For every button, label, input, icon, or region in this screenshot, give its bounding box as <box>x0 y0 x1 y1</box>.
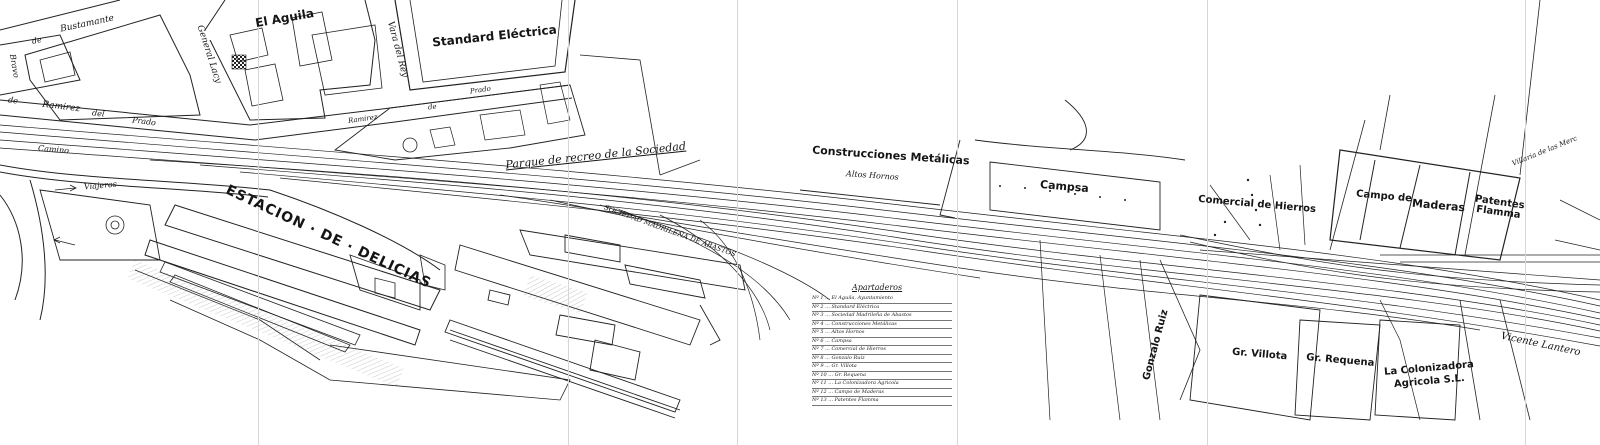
legend-row: Nº 11 ... La Colonizadora Agricola <box>812 380 952 389</box>
camino-road <box>0 164 441 271</box>
fold-line <box>258 0 259 445</box>
fold-line <box>1207 0 1208 445</box>
campo-maderas <box>1329 149 1521 261</box>
legend-row: Nº 8 ... Gonzalo Ruiz <box>812 355 952 363</box>
gardens <box>39 189 161 261</box>
fold-line <box>1525 0 1526 445</box>
recreo-park <box>333 84 586 161</box>
block-aguila <box>204 0 376 121</box>
block-center <box>24 14 201 121</box>
fold-line <box>568 0 569 445</box>
sidings-legend: Apartaderos Nº 1 ... El Aguila, Ayuntami… <box>812 283 952 406</box>
legend-row: Nº 2 ... Standard Eléctrica <box>812 304 952 312</box>
legend-row: Nº 5 ... Altos Hornos <box>812 329 952 338</box>
legend-row: Nº 9 ... Gr. Villota <box>812 363 952 372</box>
legend-row: Nº 13 ... Patentes Flamma <box>812 397 952 406</box>
legend-row: Nº 4 ... Construcciones Metálicas <box>812 321 952 329</box>
fold-line <box>737 0 738 445</box>
block-bustamante <box>0 0 121 31</box>
legend-row: Nº 12 ... Campo de Maderas <box>812 389 952 397</box>
block-left-1 <box>0 34 81 96</box>
abastos-building <box>454 244 701 346</box>
legend-row: Nº 1 ... El Aguila, Ayuntamiento <box>812 295 952 304</box>
street-label-del: del <box>91 108 105 119</box>
legend-row: Nº 10 ... Gr. Requena <box>812 372 952 380</box>
fold-line <box>957 0 958 445</box>
block-standard <box>394 0 576 91</box>
main-track-1 <box>0 124 1600 301</box>
street-label-de-right: de <box>427 102 438 112</box>
street-label-de-left: de <box>7 95 19 106</box>
campsa-depot <box>989 161 1161 231</box>
legend-title: Apartaderos <box>852 283 903 292</box>
station-outline <box>0 179 46 321</box>
legend-row: Nº 7 ... Comercial de Hierros <box>812 346 952 355</box>
legend-row: Nº 6 ... Campsa <box>812 338 952 346</box>
legend-row: Nº 3 ... Sociedad Madrileña de Abastos <box>812 312 952 321</box>
